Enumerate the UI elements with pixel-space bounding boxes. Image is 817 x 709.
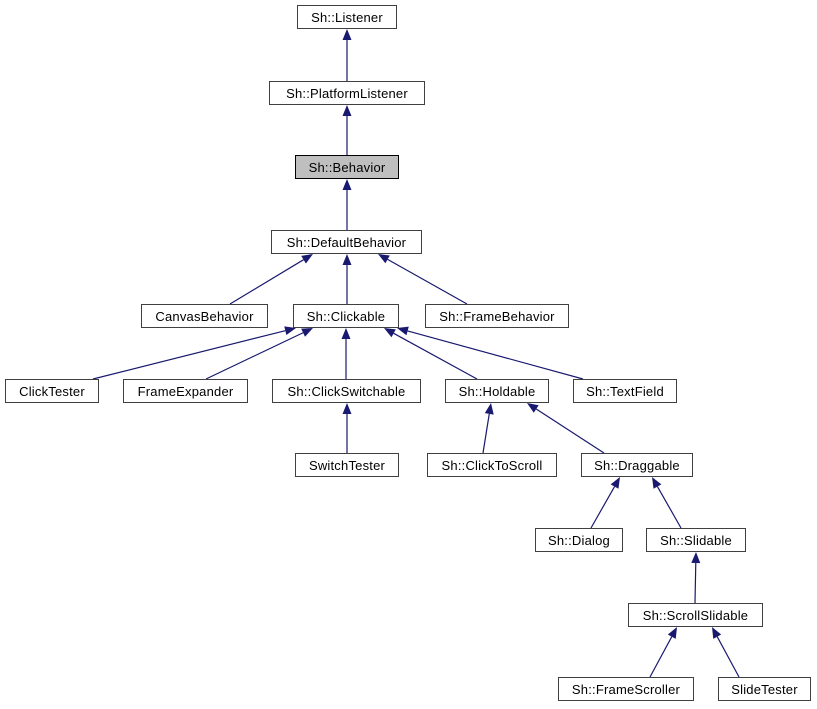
edge-arrowhead-icon [342,403,352,414]
edge-line [590,486,616,529]
inheritance-edge-sh-draggable-to-sh-holdable [527,403,605,454]
inheritance-edge-sh-scrollslidable-to-sh-slidable [691,552,701,604]
edge-arrowhead-icon [652,477,662,489]
edge-line [656,486,682,529]
node-sh-framebehavior[interactable]: Sh::FrameBehavior [425,304,569,328]
node-sh-holdable[interactable]: Sh::Holdable [445,379,549,403]
edge-line [407,330,584,380]
inheritance-edge-sh-holdable-to-sh-clickable [384,328,478,380]
node-sh-slidable[interactable]: Sh::Slidable [646,528,746,552]
inheritance-edge-slidetester-to-sh-scrollslidable [712,627,740,678]
edge-arrowhead-icon [712,627,722,639]
inheritance-edge-sh-clicktoscroll-to-sh-holdable [482,403,494,454]
inheritance-edge-sh-textfield-to-sh-clickable [397,326,584,380]
edge-line [205,332,304,380]
inheritance-edge-sh-clickable-to-sh-defaultbehavior [342,254,352,304]
node-switchtester[interactable]: SwitchTester [295,453,399,477]
edge-line [92,330,286,380]
edge-arrowhead-icon [384,328,396,338]
edge-arrowhead-icon [527,403,539,413]
node-slidetester[interactable]: SlideTester [718,677,811,701]
edge-line [393,332,478,380]
edge-arrowhead-icon [301,328,313,337]
edge-arrowhead-icon [342,254,352,265]
edge-line [387,258,468,305]
node-sh-listener[interactable]: Sh::Listener [297,5,397,29]
edge-line [694,562,697,604]
edge-arrowhead-icon [691,552,701,564]
edge-arrowhead-icon [342,29,352,40]
inheritance-edge-sh-framescroller-to-sh-scrollslidable [649,627,677,678]
inheritance-edge-sh-framebehavior-to-sh-defaultbehavior [378,254,468,305]
edge-arrowhead-icon [378,254,390,264]
node-canvasbehavior[interactable]: CanvasBehavior [141,304,268,328]
edge-arrowhead-icon [397,326,409,336]
node-sh-defaultbehavior[interactable]: Sh::DefaultBehavior [271,230,422,254]
inheritance-edge-sh-platformlistener-to-sh-listener [342,29,352,81]
edge-line [482,413,490,454]
edge-arrowhead-icon [342,179,352,190]
inheritance-edge-switchtester-to-sh-clickswitchable [342,403,352,453]
node-frameexpander[interactable]: FrameExpander [123,379,248,403]
edge-arrowhead-icon [341,328,351,339]
node-sh-clickable[interactable]: Sh::Clickable [293,304,399,328]
edge-arrowhead-icon [342,105,352,116]
node-sh-clicktoscroll[interactable]: Sh::ClickToScroll [427,453,557,477]
edge-arrowhead-icon [301,254,313,264]
inheritance-edge-sh-behavior-to-sh-platformlistener [342,105,352,155]
node-sh-scrollslidable[interactable]: Sh::ScrollSlidable [628,603,763,627]
edge-line [716,636,740,678]
inheritance-edge-sh-clickswitchable-to-sh-clickable [341,328,351,379]
inheritance-edge-clicktester-to-sh-clickable [92,326,296,380]
node-sh-framescroller[interactable]: Sh::FrameScroller [558,677,694,701]
edge-arrowhead-icon [484,403,494,415]
inheritance-edge-sh-slidable-to-sh-draggable [652,477,682,529]
node-sh-platformlistener[interactable]: Sh::PlatformListener [269,81,425,105]
inheritance-edge-sh-dialog-to-sh-draggable [590,477,620,529]
node-sh-behavior: Sh::Behavior [295,155,399,179]
node-clicktester[interactable]: ClickTester [5,379,99,403]
node-sh-draggable[interactable]: Sh::Draggable [581,453,693,477]
node-sh-textfield[interactable]: Sh::TextField [573,379,677,403]
edge-arrowhead-icon [610,477,620,489]
edge-line [535,408,605,454]
edge-arrowhead-icon [284,326,296,336]
edge-arrowhead-icon [667,627,677,639]
edge-line [649,636,673,678]
inheritance-edge-frameexpander-to-sh-clickable [205,328,313,380]
node-sh-clickswitchable[interactable]: Sh::ClickSwitchable [272,379,421,403]
node-sh-dialog[interactable]: Sh::Dialog [535,528,623,552]
inheritance-edge-sh-defaultbehavior-to-sh-behavior [342,179,352,230]
inheritance-edge-canvasbehavior-to-sh-defaultbehavior [229,254,313,305]
edge-line [229,259,304,305]
